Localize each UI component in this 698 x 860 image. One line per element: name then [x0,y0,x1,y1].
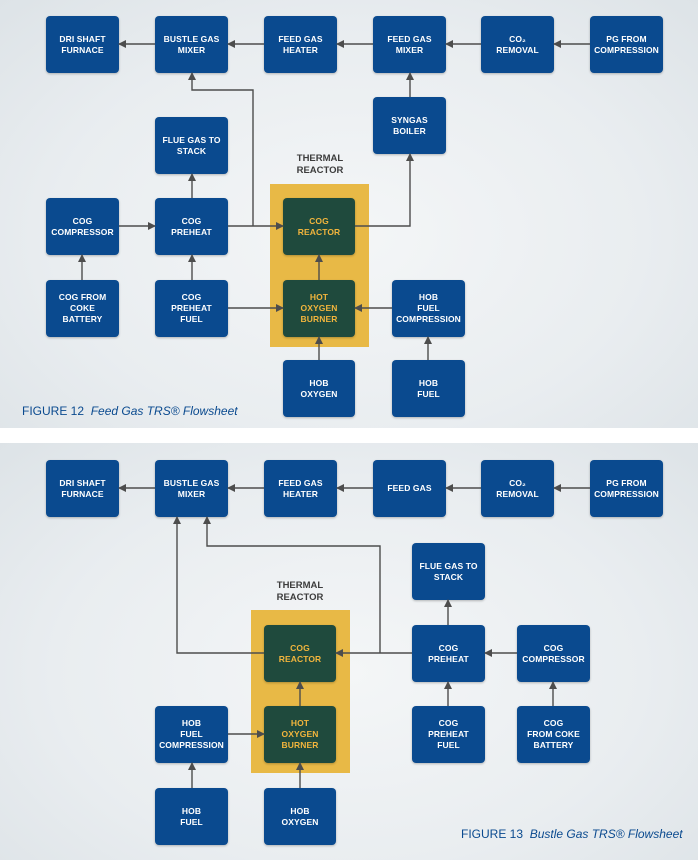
thermal-reactor-title: THERMAL REACTOR [276,580,324,603]
figure-13-connectors [118,484,590,788]
co2-removal-box: CO₂ REMOVAL [481,460,554,517]
feed-gas-heater-box: FEED GAS HEATER [264,460,337,517]
pg-from-compression-box: PG FROM COMPRESSION [590,460,663,517]
co2-removal-box: CO₂ REMOVAL [481,16,554,73]
feed-gas-box: FEED GAS [373,460,446,517]
bustle-gas-mixer-box: BUSTLE GAS MIXER [155,16,228,73]
hob-fuel-box: HOB FUEL [155,788,228,845]
hob-fuel-box: HOB FUEL [392,360,465,417]
figure-12-label: FIGURE 12 [22,404,85,418]
syngas-boiler-box: SYNGAS BOILER [373,97,446,154]
figure-13-caption: FIGURE 13 Bustle Gas TRS® Flowsheet [461,827,683,841]
figure-12-title: Feed Gas TRS® Flowsheet [90,404,238,418]
figure-12-panel: THERMAL REACTOR DRI SHAFT FURNACE BUSTLE… [0,0,698,428]
bustle-gas-mixer-box: BUSTLE GAS MIXER [155,460,228,517]
figure-12-connectors [78,40,590,360]
pg-from-compression-box: PG FROM COMPRESSION [590,16,663,73]
feed-gas-heater-box: FEED GAS HEATER [264,16,337,73]
thermal-reactor-title: THERMAL REACTOR [296,153,344,176]
cog-preheat-box: COG PREHEAT [155,198,228,255]
cog-from-coke-battery-box: COG FROM COKE BATTERY [517,706,590,763]
cog-reactor-box: COG REACTOR [264,625,336,682]
figure-12-caption: FIGURE 12 Feed Gas TRS® Flowsheet [22,404,238,418]
arrow-preheat-branch-to-bustle [203,516,381,653]
flue-gas-to-stack-box: FLUE GAS TO STACK [155,117,228,174]
hob-fuel-compression-box: HOB FUEL COMPRESSION [155,706,228,763]
cog-preheat-fuel-box: COG PREHEAT FUEL [412,706,485,763]
arrow-branch-to-bustle [188,72,254,226]
cog-preheat-fuel-box: COG PREHEAT FUEL [155,280,228,337]
hob-oxygen-box: HOB OXYGEN [283,360,355,417]
hot-oxygen-burner-box: HOT OXYGEN BURNER [264,706,336,763]
cog-from-coke-battery-box: COG FROM COKE BATTERY [46,280,119,337]
hob-oxygen-box: HOB OXYGEN [264,788,336,845]
arrow-reactor-loop-to-bustle [173,516,264,654]
figure-13-panel: THERMAL REACTOR DRI SHAFT FURNACE BUSTLE… [0,443,698,860]
hob-fuel-compression-box: HOB FUEL COMPRESSION [392,280,465,337]
cog-reactor-box: COG REACTOR [283,198,355,255]
flue-gas-to-stack-box: FLUE GAS TO STACK [412,543,485,600]
dri-shaft-furnace-box: DRI SHAFT FURNACE [46,460,119,517]
cog-preheat-box: COG PREHEAT [412,625,485,682]
dri-shaft-furnace-box: DRI SHAFT FURNACE [46,16,119,73]
feed-gas-mixer-box: FEED GAS MIXER [373,16,446,73]
figure-13-label: FIGURE 13 [461,827,524,841]
arrow-reactor-to-boiler [355,153,414,227]
figure-13-title: Bustle Gas TRS® Flowsheet [529,827,683,841]
cog-compressor-box: COG COMPRESSOR [46,198,119,255]
hot-oxygen-burner-box: HOT OXYGEN BURNER [283,280,355,337]
cog-compressor-box: COG COMPRESSOR [517,625,590,682]
